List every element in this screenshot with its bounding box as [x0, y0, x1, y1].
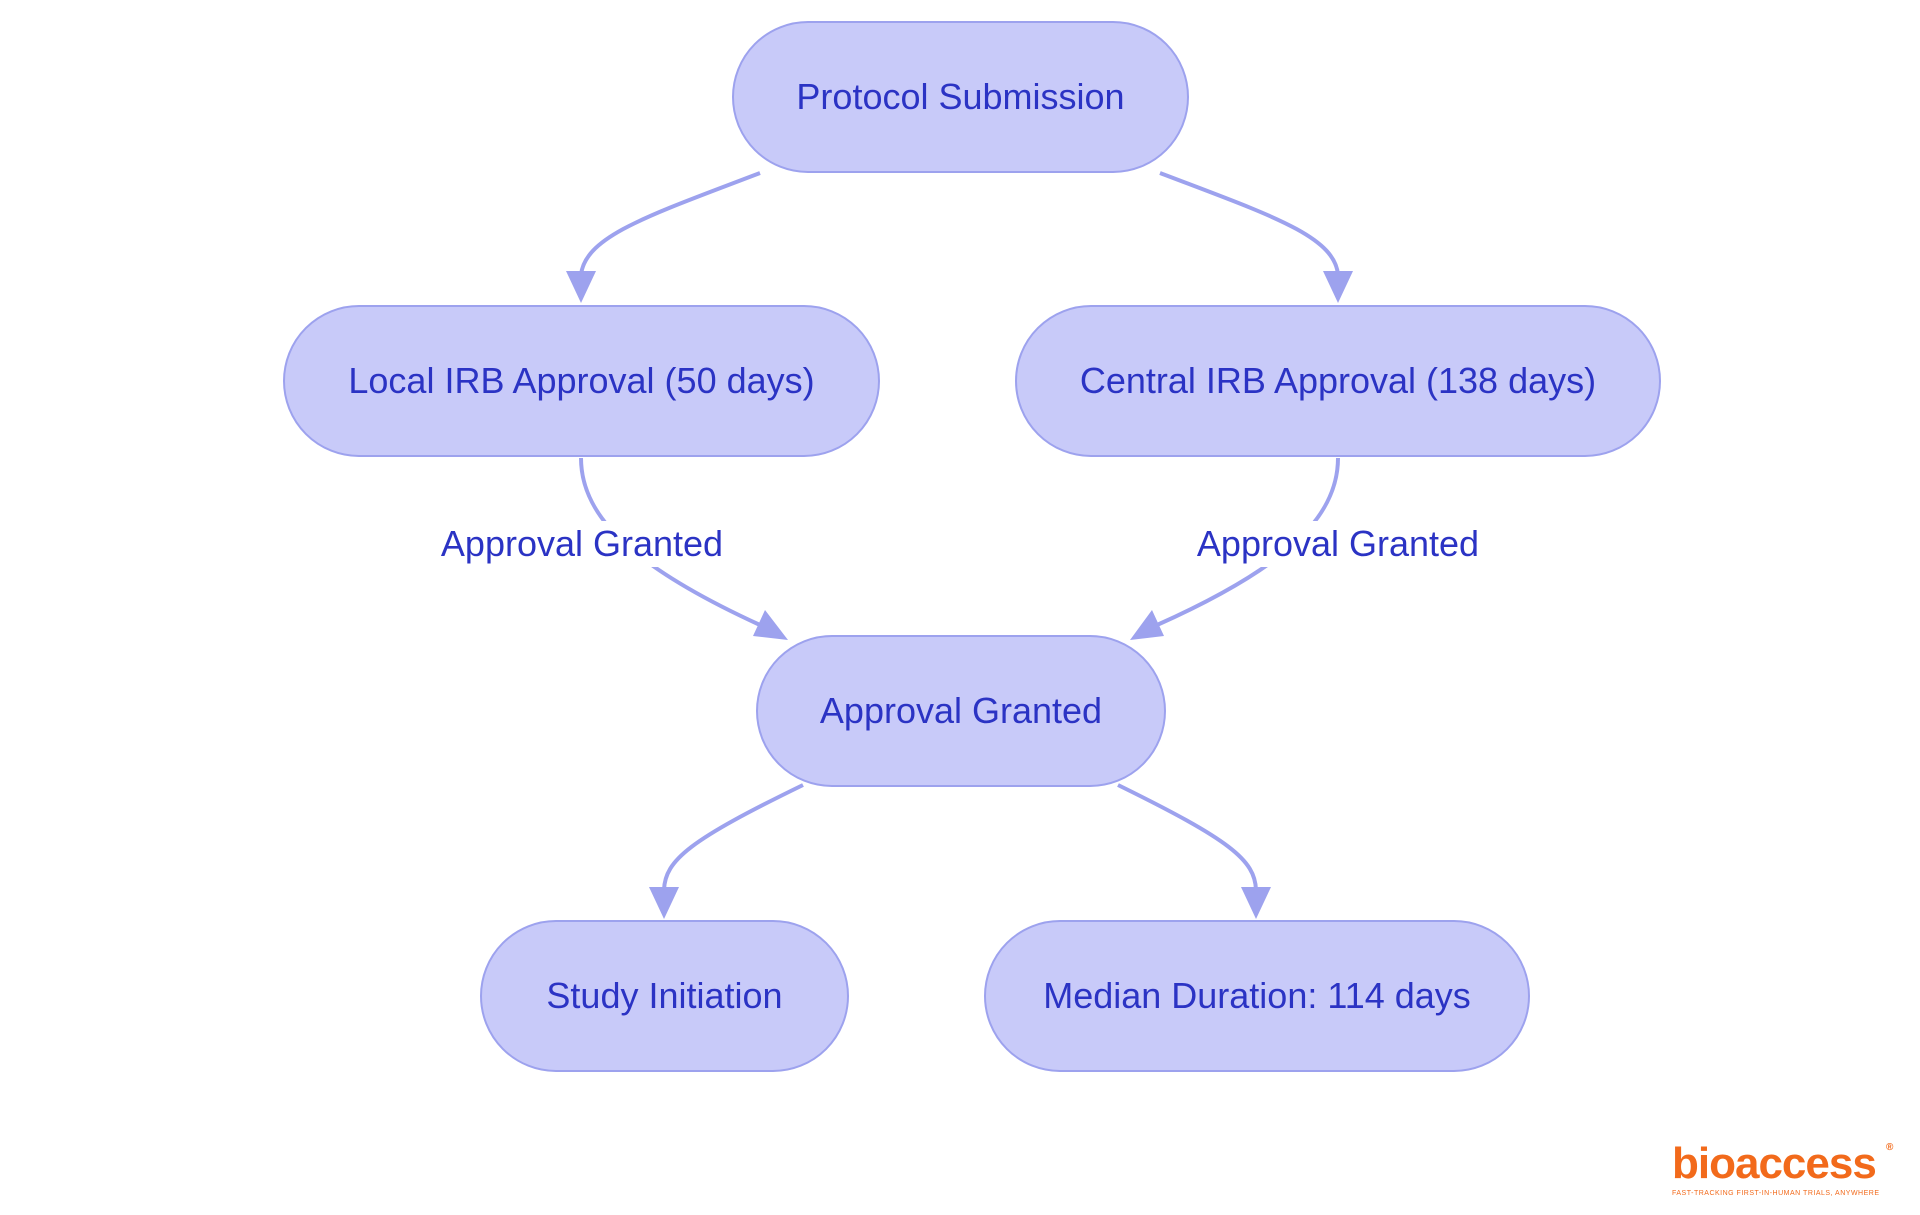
bioaccess-logo: bioaccess ® FAST-TRACKING FIRST-IN-HUMAN… [1672, 1139, 1894, 1198]
node-protocol-submission: Protocol Submission [732, 21, 1189, 173]
arrowhead-local [566, 271, 596, 303]
logo-tagline: FAST-TRACKING FIRST-IN-HUMAN TRIALS, ANY… [1672, 1190, 1880, 1197]
node-label: Local IRB Approval (50 days) [348, 360, 815, 401]
node-central-irb-approval: Central IRB Approval (138 days) [1015, 305, 1661, 457]
logo-wordmark: bioaccess [1672, 1139, 1877, 1188]
arrowhead-initiation [649, 887, 679, 919]
node-label: Median Duration: 114 days [1043, 975, 1471, 1016]
node-local-irb-approval: Local IRB Approval (50 days) [283, 305, 880, 457]
arrowhead-central [1323, 271, 1353, 303]
node-label: Protocol Submission [796, 76, 1125, 117]
registered-mark: ® [1886, 1142, 1894, 1153]
edge-submission-to-local [579, 171, 761, 276]
edge-label-central-approval: Approval Granted [1188, 521, 1488, 567]
edge-approval-to-median [1117, 783, 1258, 891]
edge-submission-to-central [1159, 171, 1340, 276]
node-label: Approval Granted [819, 690, 1103, 731]
node-label: Central IRB Approval (138 days) [1079, 360, 1597, 401]
arrowhead-approval-right [1130, 610, 1164, 640]
edge-approval-to-initiation [662, 783, 804, 891]
arrowhead-median [1241, 887, 1271, 919]
edge-label-local-approval: Approval Granted [432, 521, 732, 567]
arrowhead-approval-left [753, 610, 788, 640]
node-label: Study Initiation [546, 975, 783, 1016]
node-approval-granted: Approval Granted [756, 635, 1166, 787]
node-study-initiation: Study Initiation [480, 920, 849, 1072]
node-median-duration: Median Duration: 114 days [984, 920, 1530, 1072]
